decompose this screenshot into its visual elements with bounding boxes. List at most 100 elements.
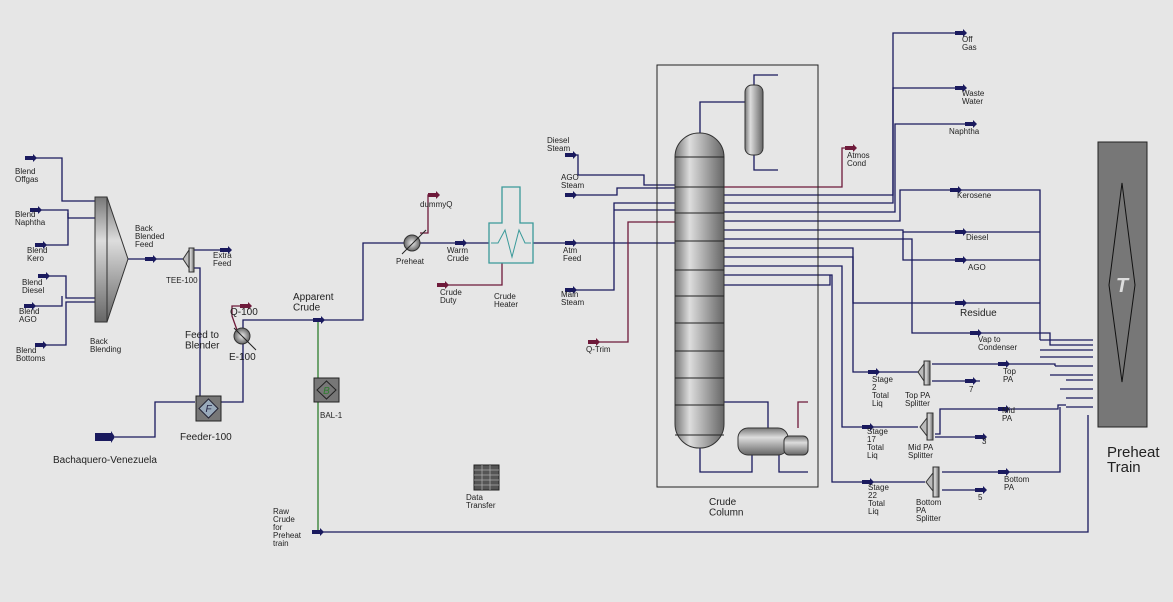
material-stream-arrow[interactable] — [955, 228, 967, 236]
material-stream-arrow[interactable] — [95, 431, 115, 443]
label-line: dummyQ — [420, 200, 452, 209]
label-line: Preheat — [396, 257, 425, 266]
label-line: Kerosene — [957, 191, 992, 200]
crude-column-tower[interactable] — [674, 132, 725, 449]
label-line: Main — [561, 290, 578, 299]
label-diesel: Diesel — [966, 233, 988, 242]
energy-stream-arrow[interactable] — [240, 302, 252, 310]
reboiler[interactable] — [737, 427, 809, 456]
bottom-pa-splitter[interactable] — [925, 466, 940, 498]
label-line: Splitter — [905, 399, 930, 408]
label-line: Duty — [440, 296, 456, 305]
material-stream-arrow[interactable] — [38, 272, 50, 280]
mid-pa-splitter[interactable] — [919, 412, 934, 441]
label-line: Off — [962, 35, 973, 44]
label-ago: AGO — [968, 263, 986, 272]
energy-stream-arrow[interactable] — [845, 144, 857, 152]
material-stream-arrow[interactable] — [862, 478, 874, 486]
material-stream-arrow[interactable] — [24, 302, 36, 310]
material-stream-arrow[interactable] — [313, 316, 325, 324]
material-stream-arrow[interactable] — [998, 468, 1010, 476]
label-line: Warm — [447, 246, 468, 255]
label-line: Blend — [15, 167, 35, 176]
material-stream-arrow[interactable] — [965, 120, 977, 128]
label-line: Feed — [135, 240, 153, 249]
label-line: train — [273, 539, 289, 548]
material-stream-arrow[interactable] — [998, 360, 1010, 368]
tee-100[interactable] — [182, 247, 195, 273]
top-pa-splitter[interactable] — [917, 360, 931, 386]
label-line: BAL-1 — [320, 411, 343, 420]
label-line: Feed — [213, 259, 231, 268]
label-line: Back — [135, 224, 154, 233]
material-stream-arrow[interactable] — [145, 255, 157, 263]
crude-heater[interactable] — [488, 186, 534, 264]
label-line: Naphtha — [949, 127, 980, 136]
material-stream-arrow[interactable] — [220, 246, 232, 254]
material-stream-arrow[interactable] — [565, 191, 577, 199]
data-transfer-icon[interactable] — [473, 464, 500, 491]
label-line: 22 — [868, 491, 877, 500]
label-line: Diesel — [547, 136, 569, 145]
material-stream-arrow[interactable] — [565, 239, 577, 247]
back-blending-mixer[interactable] — [94, 196, 129, 323]
material-stream-arrow[interactable] — [955, 84, 967, 92]
label-line: PA — [1004, 483, 1015, 492]
material-stream-arrow[interactable] — [955, 29, 967, 37]
label-line: Steam — [561, 298, 584, 307]
material-stream-arrow[interactable] — [35, 241, 47, 249]
material-stream-arrow[interactable] — [565, 151, 577, 159]
label-e-100: E-100 — [229, 352, 256, 363]
material-stream-arrow[interactable] — [965, 377, 977, 385]
stream-arrows — [24, 29, 1010, 536]
material-stream-arrow[interactable] — [30, 206, 42, 214]
material-stream-arrow[interactable] — [998, 405, 1010, 413]
material-stream-arrow[interactable] — [35, 341, 47, 349]
material-stream-arrow[interactable] — [455, 239, 467, 247]
label-line: PA — [1003, 375, 1014, 384]
material-stream-arrow[interactable] — [868, 368, 880, 376]
preheat-train-template[interactable]: T — [1097, 141, 1148, 428]
energy-stream-arrow[interactable] — [428, 191, 440, 199]
label-line: Feeder-100 — [180, 432, 232, 443]
label-line: Kero — [27, 254, 44, 263]
material-stream-arrow[interactable] — [955, 256, 967, 264]
e-100-heater[interactable] — [233, 327, 257, 351]
bal-1-balance[interactable]: B — [313, 377, 340, 403]
label-line: Atmos — [847, 151, 870, 160]
label-line: Total — [868, 499, 885, 508]
material-stream-arrow[interactable] — [970, 329, 982, 337]
label-line: Blended — [135, 232, 164, 241]
material-stream-arrow[interactable] — [955, 299, 967, 307]
label-line: Diesel — [966, 233, 988, 242]
label-line: Blend — [27, 246, 47, 255]
label-line: Offgas — [15, 175, 38, 184]
condenser-drum[interactable] — [744, 84, 764, 156]
label-line: Gas — [962, 43, 977, 52]
material-stream-arrow[interactable] — [862, 423, 874, 431]
preheat-exchanger[interactable] — [401, 229, 427, 255]
label-line: 3 — [982, 437, 987, 446]
feeder-100[interactable]: F — [195, 395, 222, 422]
crude-column-frame[interactable] — [656, 64, 819, 488]
material-stream-arrow[interactable] — [975, 486, 987, 494]
material-stream-arrow[interactable] — [975, 433, 987, 441]
label-line: Feed — [563, 254, 581, 263]
material-stream-arrow[interactable] — [25, 154, 37, 162]
material-stream-arrow[interactable] — [312, 528, 324, 536]
material-stream-arrow[interactable] — [565, 286, 577, 294]
energy-stream-arrow[interactable] — [588, 338, 600, 346]
label-line: Top — [1003, 367, 1016, 376]
energy-stream-arrow[interactable] — [437, 281, 449, 289]
material-stream-arrow[interactable] — [950, 186, 962, 194]
